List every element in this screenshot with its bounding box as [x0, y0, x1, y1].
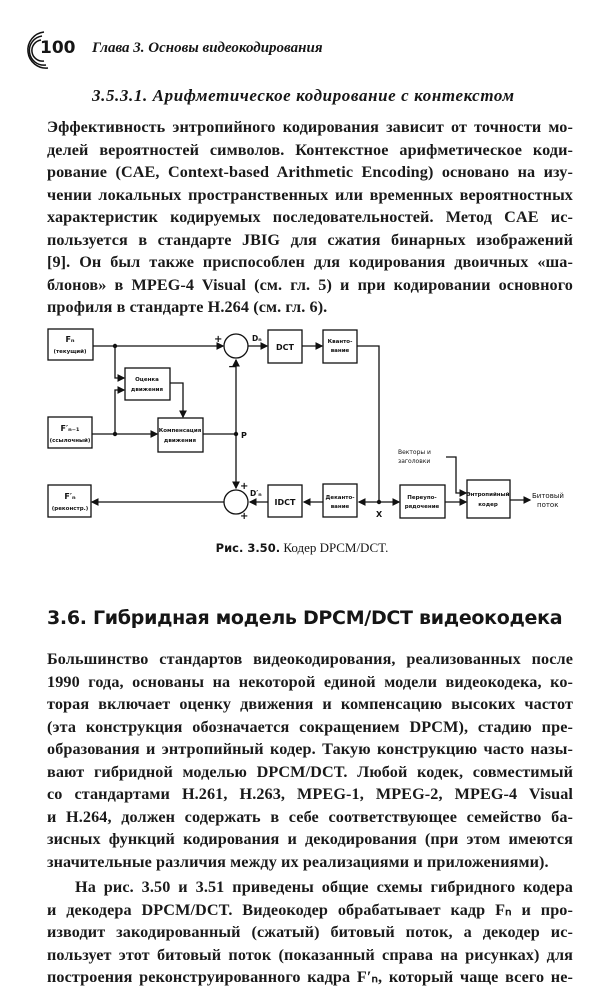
label-headers: заголовки: [398, 458, 430, 465]
label-plus: +: [214, 334, 222, 345]
text-line: [9]. Он был также приспособлен для кодир…: [47, 253, 573, 271]
box-motion-estimation: Оценка движения: [124, 367, 171, 401]
text-line: (эта конструкция обозначается сокращение…: [47, 718, 573, 736]
label-x: X: [376, 510, 383, 519]
text-line: и декодера DPCM/DCT. Видеокодер обрабаты…: [47, 901, 573, 919]
text-line: образования и энтропийный кодер. Такую к…: [47, 740, 573, 758]
caption-number: Рис. 3.50.: [215, 541, 281, 555]
svg-text:Компенсация: Компенсация: [159, 428, 202, 434]
label-plus-bottom: +: [240, 511, 248, 522]
svg-text:рядочение: рядочение: [405, 504, 440, 510]
box-fn-current: Fₙ (текущий): [47, 328, 94, 361]
svg-text:кодер: кодер: [478, 502, 498, 508]
chapter-arc-logo: [27, 31, 49, 69]
text-line: На рис. 3.50 и 3.51 приведены общие схем…: [75, 878, 573, 896]
svg-text:(ссылочный): (ссылочный): [50, 437, 91, 444]
box-dequantization: Деканто- вание: [322, 483, 358, 518]
text-line: значительные различия между их реализаци…: [47, 853, 549, 871]
figure-caption: Рис. 3.50. Кодер DPCM/DCT.: [0, 540, 604, 556]
svg-text:движения: движения: [164, 438, 197, 444]
box-reorder: Переупо- рядочение: [399, 484, 446, 519]
box-motion-compensation: Компенсация движения: [157, 417, 204, 453]
svg-text:Переупо-: Переупо-: [407, 495, 436, 501]
label-bitstream: Битовый: [532, 492, 564, 500]
svg-text:вание: вание: [331, 348, 350, 354]
text-line: зисных функций кодирования и декодирован…: [47, 830, 573, 848]
box-idct: IDCT: [267, 484, 303, 518]
box-fn-reference: F′ₙ₋₁ (ссылочный): [47, 416, 93, 449]
label-dn-prime: D′ₙ: [250, 489, 262, 498]
text-line: профиля в стандарте H.264 (см. гл. 6).: [47, 298, 328, 316]
svg-text:F′ₙ₋₁: F′ₙ₋₁: [61, 424, 80, 433]
dpcm-dct-encoder-diagram: Fₙ (текущий) F′ₙ₋₁ (ссылочный) F′ₙ (реко…: [47, 328, 564, 522]
svg-text:движения: движения: [131, 387, 164, 393]
running-title: Глава 3. Основы видеокодирования: [92, 40, 323, 56]
svg-text:вание: вание: [331, 504, 350, 510]
svg-text:Оценка: Оценка: [135, 377, 159, 383]
text-line: со стандартами H.261, H.263, MPEG-1, MPE…: [47, 785, 573, 803]
text-line: торая включает оценку движения и компенс…: [47, 695, 573, 713]
text-line: 1990 года, основаны на некоторой единой …: [47, 673, 573, 691]
subsection-title: 3.5.3.1. Арифметическое кодирование с ко…: [92, 86, 515, 105]
text-line: вают гибридной моделью DPCM/DCT. Любой к…: [47, 763, 573, 781]
adder-node: [223, 489, 249, 515]
svg-text:Энтропийный: Энтропийный: [467, 491, 510, 498]
label-plus-top: +: [240, 481, 248, 492]
svg-text:(текущий): (текущий): [53, 348, 87, 355]
svg-text:DCT: DCT: [276, 343, 295, 352]
svg-text:Деканто-: Деканто-: [325, 495, 354, 501]
label-bitstream-2: поток: [537, 501, 558, 509]
text-line: Эффективность энтропийного кодирования з…: [47, 118, 573, 136]
label-dn: Dₙ: [252, 334, 262, 343]
text-line: чении локальных пространственных или вре…: [47, 186, 573, 204]
svg-text:(реконстр.): (реконстр.): [52, 506, 89, 512]
text-line: пользуется в стандарте JBIG для сжатия б…: [47, 231, 573, 249]
text-line: пользует этот битовый поток (показанный …: [47, 946, 573, 964]
text-line: построения реконструированного кадра F′ₙ…: [47, 968, 573, 986]
text-line: делей вероятностей символов. Контекстное…: [47, 141, 573, 159]
page-number: 100: [40, 38, 76, 58]
diagram-connections: [90, 342, 532, 506]
subtractor-node: [223, 333, 249, 359]
caption-text: Кодер DPCM/DCT.: [283, 540, 389, 555]
svg-text:F′ₙ: F′ₙ: [64, 492, 76, 501]
svg-text:Кванто-: Кванто-: [328, 339, 353, 345]
label-minus: −: [228, 360, 237, 373]
box-dct: DCT: [267, 329, 303, 364]
text-line: блонов» в MPEG-4 Visual (см. гл. 5) и пр…: [47, 276, 573, 294]
box-entropy-coder: Энтропийный кодер: [466, 479, 511, 519]
svg-text:IDCT: IDCT: [275, 498, 296, 507]
svg-text:Fₙ: Fₙ: [65, 335, 74, 344]
text-line: Большинство стандартов видеокодирования,…: [47, 650, 573, 668]
section-title: 3.6. Гибридная модель DPCM/DCT видеокоде…: [47, 607, 563, 629]
label-p: P: [241, 431, 247, 440]
label-vectors: Векторы и: [398, 449, 431, 456]
box-quantization: Кванто- вание: [322, 329, 358, 364]
box-fn-reconstructed: F′ₙ (реконстр.): [47, 484, 92, 518]
text-line: характеристик кодируемых последовательно…: [47, 208, 573, 226]
text-line: изводит закодированный (сжатый) битовый …: [47, 923, 573, 941]
text-line: и H.264, должен содержать в себе соответ…: [47, 808, 573, 826]
text-line: рование (CAE, Context-based Arithmetic E…: [47, 163, 573, 181]
